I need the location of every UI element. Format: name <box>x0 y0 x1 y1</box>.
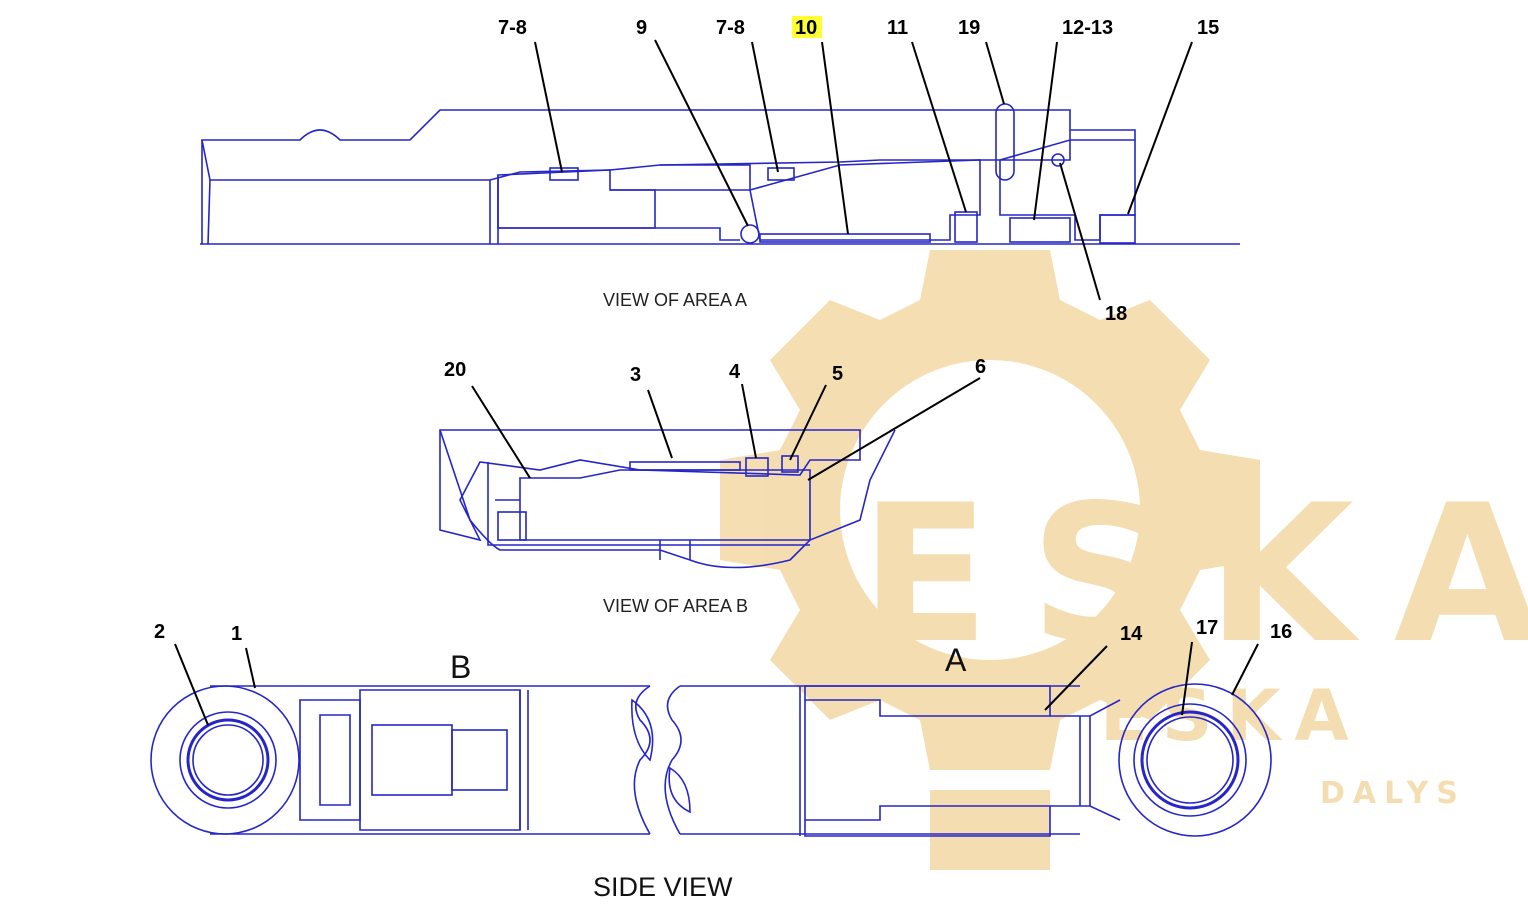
view-area-a-leaders <box>534 39 1193 301</box>
callout-6: 6 <box>975 356 986 378</box>
view-area-b-drawing <box>439 429 896 569</box>
callout-3: 3 <box>630 364 641 386</box>
callout-11: 11 <box>887 17 908 39</box>
watermark-text-main: ESKA <box>860 464 1528 685</box>
callout-14: 14 <box>1120 623 1143 645</box>
caption-view-area-a: VIEW OF AREA A <box>603 290 747 310</box>
callout-2: 2 <box>154 621 165 643</box>
callout-labels: 7-8 9 7-8 10 11 19 12-13 15 18 20 3 4 5 … <box>154 16 1292 645</box>
callout-7-8-a: 7-8 <box>498 17 527 39</box>
callout-20: 20 <box>444 359 466 381</box>
view-area-b-leaders <box>471 377 981 481</box>
callout-18: 18 <box>1105 303 1127 325</box>
area-letter-a: A <box>945 642 967 678</box>
caption-side-view: SIDE VIEW <box>593 872 733 902</box>
callout-15: 15 <box>1197 17 1219 39</box>
captions: VIEW OF AREA A VIEW OF AREA B SIDE VIEW <box>593 290 748 902</box>
callout-10: 10 <box>795 17 817 39</box>
callout-10-highlight <box>792 16 822 38</box>
view-area-a-drawing <box>200 103 1240 245</box>
area-letter-b: B <box>450 649 471 685</box>
watermark-text-sub: DALYS <box>1320 776 1466 811</box>
callout-7-8-b: 7-8 <box>716 17 745 39</box>
callout-9: 9 <box>636 17 647 39</box>
callout-17: 17 <box>1196 617 1218 639</box>
caption-view-area-b: VIEW OF AREA B <box>603 596 748 616</box>
gear-logo-icon <box>720 250 1260 870</box>
callout-19: 19 <box>958 17 980 39</box>
watermark-text-small: ESKA <box>1100 675 1363 757</box>
callout-16: 16 <box>1270 621 1292 643</box>
side-view-leaders <box>174 641 1259 726</box>
callout-4: 4 <box>729 361 741 383</box>
watermark: ESKA ESKA DALYS <box>720 250 1528 870</box>
callout-12-13: 12-13 <box>1062 17 1113 39</box>
side-view-drawing: B A <box>150 642 1272 837</box>
callout-5: 5 <box>832 363 843 385</box>
callout-1: 1 <box>231 623 242 645</box>
